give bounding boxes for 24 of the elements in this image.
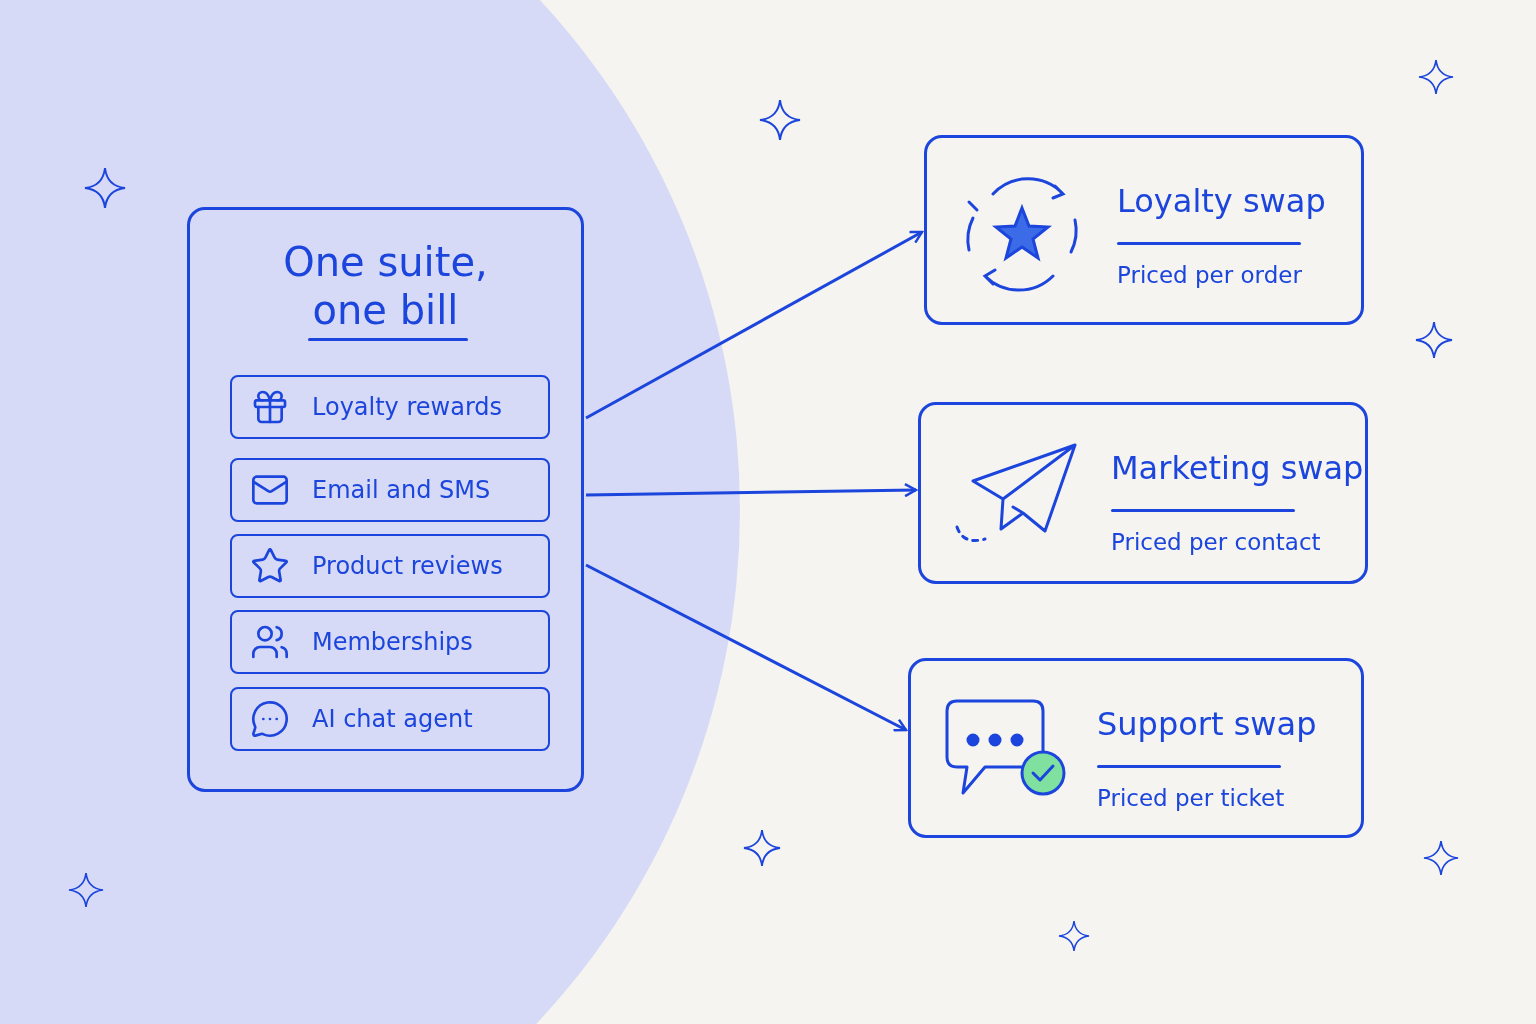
list-item-box <box>230 458 550 522</box>
suite-card <box>187 207 584 792</box>
option-title: Loyalty swap <box>1117 182 1326 220</box>
item-label: Loyalty rewards <box>312 393 503 421</box>
arrow <box>585 230 924 420</box>
list-item-box <box>230 534 550 598</box>
item-label: Email and SMS <box>312 476 491 504</box>
option-subtitle: Priced per ticket <box>1097 785 1285 811</box>
option-title: Marketing swap <box>1111 449 1364 487</box>
item-label: Memberships <box>312 628 473 656</box>
arrow <box>585 563 908 732</box>
list-item-box <box>230 687 550 751</box>
option-card <box>908 658 1364 838</box>
list-item-box <box>230 375 550 439</box>
arrow <box>585 482 918 498</box>
option-subtitle: Priced per order <box>1117 262 1302 288</box>
item-label: Product reviews <box>312 552 503 580</box>
option-subtitle: Priced per contact <box>1111 529 1321 555</box>
list-item-box <box>230 610 550 674</box>
card-heading: One suite, one bill <box>282 238 489 334</box>
option-card <box>924 135 1364 325</box>
option-title: Support swap <box>1097 705 1317 743</box>
option-card <box>918 402 1368 584</box>
item-label: AI chat agent <box>312 705 473 733</box>
